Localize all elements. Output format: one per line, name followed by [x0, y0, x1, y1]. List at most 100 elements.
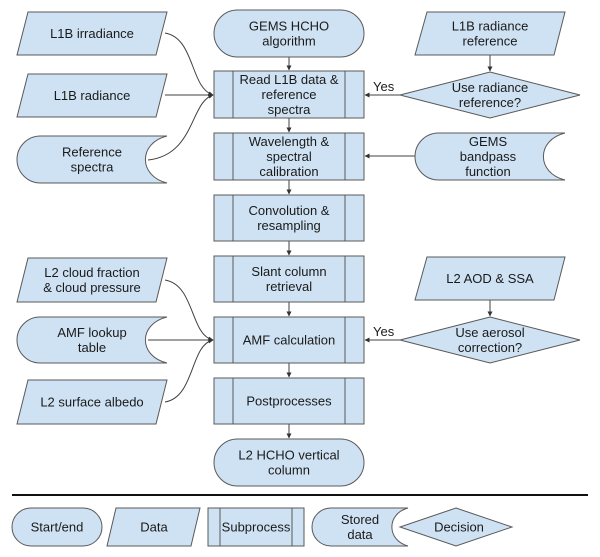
stored-data-shape: [311, 507, 409, 547]
amf-label: AMF calculation: [243, 333, 335, 348]
text-line: Decision: [434, 520, 484, 535]
text-line: column: [268, 463, 310, 478]
aod-label: L2 AOD & SSA: [446, 271, 534, 286]
yes-label-radiance: Yes: [373, 79, 395, 94]
text-line: algorithm: [262, 34, 315, 49]
edge-albedo-amf: [164, 338, 214, 403]
text-line: L1B irradiance: [50, 26, 134, 41]
data-l1b-irradiance: L1B irradiance: [16, 11, 168, 56]
irradiance-label: L1B irradiance: [50, 26, 134, 41]
subprocess-amf: AMF calculation: [213, 316, 365, 364]
subprocess-box: [213, 70, 365, 119]
legend-decision: Decision: [398, 507, 514, 547]
edge-irradiance-read: [164, 32, 214, 97]
yes-label-aerosol: Yes: [373, 324, 395, 339]
text-line: table: [78, 340, 106, 355]
data-l2-cloud: L2 cloud fraction& cloud pressure: [16, 257, 168, 303]
stored-data-shape: [16, 135, 168, 184]
text-line: L2 AOD & SSA: [446, 271, 534, 286]
text-line: reference?: [459, 95, 521, 110]
radiance-label: L1B radiance: [54, 88, 131, 103]
text-line: AMF lookup: [57, 325, 126, 340]
data-l1b-radiance: L1B radiance: [16, 73, 168, 118]
text-line: reference: [262, 87, 317, 102]
stored-data-shape: [414, 132, 566, 181]
text-line: Convolution &: [249, 203, 330, 218]
stored-data-shape: [16, 316, 168, 364]
legend-subprocess: Subprocess: [207, 507, 305, 547]
text-line: Read L1B data &: [239, 72, 338, 87]
text-line: AMF calculation: [243, 333, 335, 348]
text-line: reference: [463, 34, 518, 49]
text-line: GEMS: [469, 134, 508, 149]
text-line: L1B radiance: [452, 19, 529, 34]
subprocess-convolution: Convolution &resampling: [213, 194, 365, 242]
edge-refspectra-read: [147, 93, 214, 161]
text-line: spectral: [266, 149, 312, 164]
text-line: L1B radiance: [54, 88, 131, 103]
text-line: Postprocesses: [246, 394, 332, 409]
text-line: Slant column: [251, 264, 326, 279]
text-line: resampling: [257, 218, 321, 233]
text-line: & cloud pressure: [43, 280, 141, 295]
text-line: spectra: [71, 160, 114, 175]
text-line: GEMS HCHO: [249, 19, 329, 34]
data-l2-aod-ssa: L2 AOD & SSA: [414, 256, 566, 301]
text-line: Use aerosol: [455, 325, 524, 340]
subprocess-box: [207, 507, 305, 547]
text-line: Data: [140, 520, 168, 535]
text-line: function: [465, 164, 511, 179]
legend-subprocess-label: Subprocess: [222, 520, 291, 535]
subprocess-post: Postprocesses: [213, 377, 365, 425]
text-line: Use radiance: [452, 80, 529, 95]
text-line: L2 surface albedo: [40, 395, 143, 410]
convolution-label: Convolution &resampling: [249, 203, 330, 233]
legend-data: Data: [106, 507, 201, 547]
legend-decision-label: Decision: [434, 520, 484, 535]
connectors: [147, 32, 493, 439]
post-label: Postprocesses: [246, 394, 332, 409]
subprocess-box: [213, 132, 365, 181]
subprocess-box: [213, 194, 365, 242]
legend-data-label: Data: [140, 520, 168, 535]
subprocess-box: [213, 316, 365, 364]
data-l2-albedo: L2 surface albedo: [16, 379, 168, 425]
text-line: Stored: [341, 512, 379, 527]
albedo-label: L2 surface albedo: [40, 395, 143, 410]
subprocess-box: [213, 377, 365, 425]
text-line: retrieval: [266, 279, 312, 294]
legend-start-end-label: Start/end: [31, 520, 84, 535]
text-line: L2 HCHO vertical: [238, 448, 339, 463]
text-line: Reference: [62, 145, 122, 160]
edge-cloud-amf: [164, 279, 214, 342]
subprocess-box: [213, 255, 365, 303]
text-line: correction?: [458, 340, 522, 355]
text-line: L2 cloud fraction: [44, 265, 139, 280]
text-line: Start/end: [31, 520, 84, 535]
text-line: Subprocess: [222, 520, 291, 535]
